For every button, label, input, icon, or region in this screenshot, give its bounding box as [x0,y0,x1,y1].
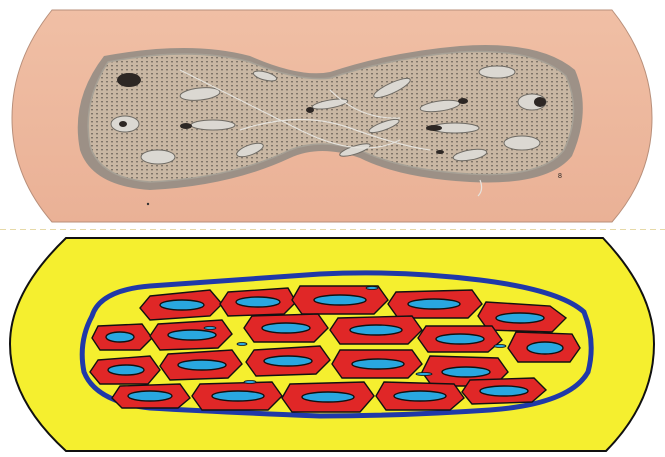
schematic-bandage-illustration [0,232,665,457]
textured-bandage-illustration [0,0,665,228]
panel-divider [0,229,665,230]
top-right-mark: 8 [558,173,562,180]
top-small-dot [147,203,149,205]
top-illustration-panel: 8 [0,0,665,228]
bottom-illustration-panel [0,232,665,457]
